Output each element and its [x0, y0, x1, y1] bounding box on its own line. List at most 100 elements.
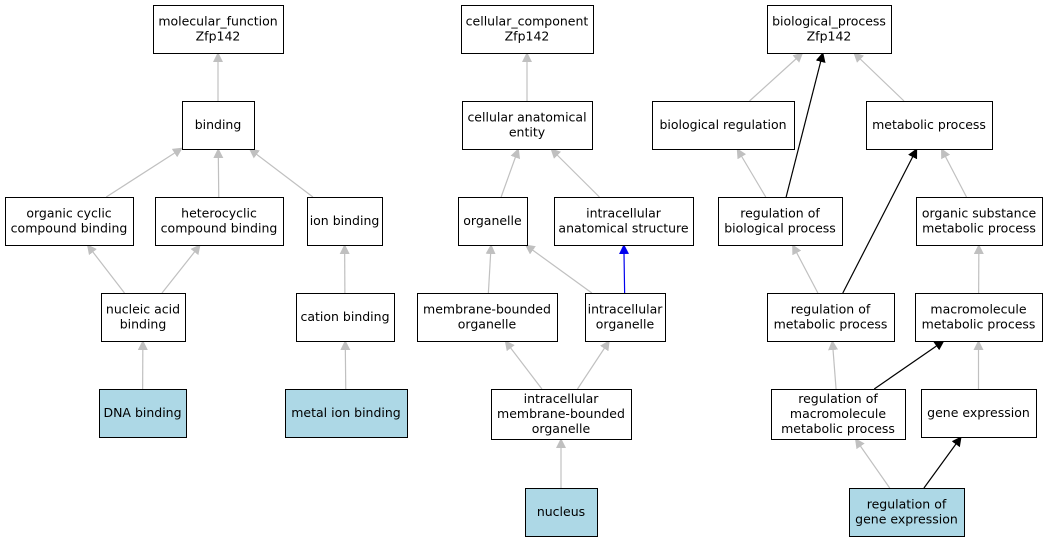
node-label-line: nucleus — [537, 504, 585, 519]
node-label-line: macromolecule — [930, 301, 1026, 316]
go-term-node-organelle[interactable]: organelle — [458, 197, 528, 246]
node-label-line: nucleic acid — [106, 301, 180, 316]
node-box — [307, 197, 383, 246]
node-box — [99, 389, 187, 438]
edge-line — [619, 244, 630, 294]
node-box — [462, 101, 593, 150]
node-label-line: ion binding — [310, 213, 380, 228]
edge-hcb-to-binding — [213, 148, 224, 198]
node-label-line: regulation of — [867, 496, 947, 511]
edge-line — [792, 244, 819, 294]
node-box — [767, 293, 895, 342]
edge-line — [785, 52, 826, 198]
go-term-node-nucleus[interactable]: nucleus — [525, 488, 598, 537]
node-box — [849, 488, 965, 537]
go-term-node-dnab[interactable]: DNA binding — [99, 389, 187, 438]
node-label-line: Zfp142 — [196, 28, 241, 43]
node-box — [491, 389, 632, 440]
node-box — [554, 197, 694, 246]
edge-regmmp-to-mmp — [873, 340, 945, 390]
edge-line — [500, 148, 521, 198]
node-box — [417, 293, 558, 342]
edge-line — [828, 340, 839, 390]
node-box — [771, 389, 906, 440]
edge-mbo-to-organelle — [485, 244, 496, 294]
node-label-line: intracellular — [586, 205, 662, 220]
node-label-line: compound binding — [11, 220, 128, 235]
go-term-node-metalb[interactable]: metal ion binding — [285, 389, 408, 438]
go-term-node-bioreg[interactable]: biological regulation — [652, 101, 795, 150]
node-label-line: cation binding — [300, 309, 389, 324]
node-label-line: macromolecule — [790, 406, 886, 421]
node-label-line: organic substance — [922, 205, 1037, 220]
node-label-line: molecular_function — [158, 13, 277, 28]
edge-metproc-to-bp — [853, 52, 905, 102]
node-label-line: metabolic process — [781, 421, 895, 436]
node-box — [915, 293, 1043, 342]
edge-organelle-to-cae — [500, 148, 521, 198]
edge-imbo-to-mbo — [504, 340, 543, 390]
go-term-node-ionb[interactable]: ion binding — [307, 197, 383, 246]
edge-line — [853, 52, 905, 102]
edge-line — [873, 340, 945, 390]
node-label-line: organelle — [532, 421, 591, 436]
node-label-line: metabolic process — [872, 117, 986, 132]
node-box — [155, 197, 284, 246]
edge-line — [854, 438, 891, 489]
edge-io-to-organelle — [524, 244, 593, 294]
edge-regmmp-to-regmet — [828, 340, 839, 390]
edge-ionb-to-binding — [248, 148, 314, 198]
edge-reggeneexp-to-geneexp — [923, 436, 962, 489]
edge-imbo-to-io — [576, 340, 610, 390]
go-term-node-cationb[interactable]: cation binding — [296, 293, 395, 342]
edge-io-to-ias — [619, 244, 630, 294]
node-box — [296, 293, 395, 342]
go-term-node-metproc[interactable]: metabolic process — [866, 101, 993, 150]
node-label-line: compound binding — [161, 220, 278, 235]
go-term-node-geneexp[interactable]: gene expression — [921, 389, 1037, 438]
edge-line — [86, 244, 125, 294]
node-box — [718, 197, 843, 246]
node-label-line: entity — [509, 124, 546, 139]
edge-line — [576, 340, 610, 390]
node-box — [285, 389, 408, 438]
node-label-line: organelle — [463, 213, 522, 228]
node-box — [5, 197, 134, 246]
node-box — [182, 101, 255, 150]
node-label-line: organelle — [458, 316, 517, 331]
edge-line — [736, 148, 767, 198]
node-box — [866, 101, 993, 150]
node-label-line: anatomical structure — [558, 220, 688, 235]
node-label-line: regulation of — [798, 391, 878, 406]
go-term-node-binding[interactable]: binding — [182, 101, 255, 150]
edge-ocb-to-binding — [105, 147, 183, 198]
edge-bioreg-to-bp — [749, 52, 804, 102]
edge-osmp-to-metproc — [940, 148, 968, 198]
node-label-line: gene expression — [855, 511, 958, 526]
edge-regbio-to-bp — [785, 52, 826, 198]
edge-line — [248, 148, 314, 198]
edge-line — [940, 148, 968, 198]
node-box — [585, 293, 666, 342]
node-box — [101, 293, 186, 342]
edge-regmet-to-metproc — [842, 148, 918, 294]
node-label-line: intracellular — [588, 301, 664, 316]
